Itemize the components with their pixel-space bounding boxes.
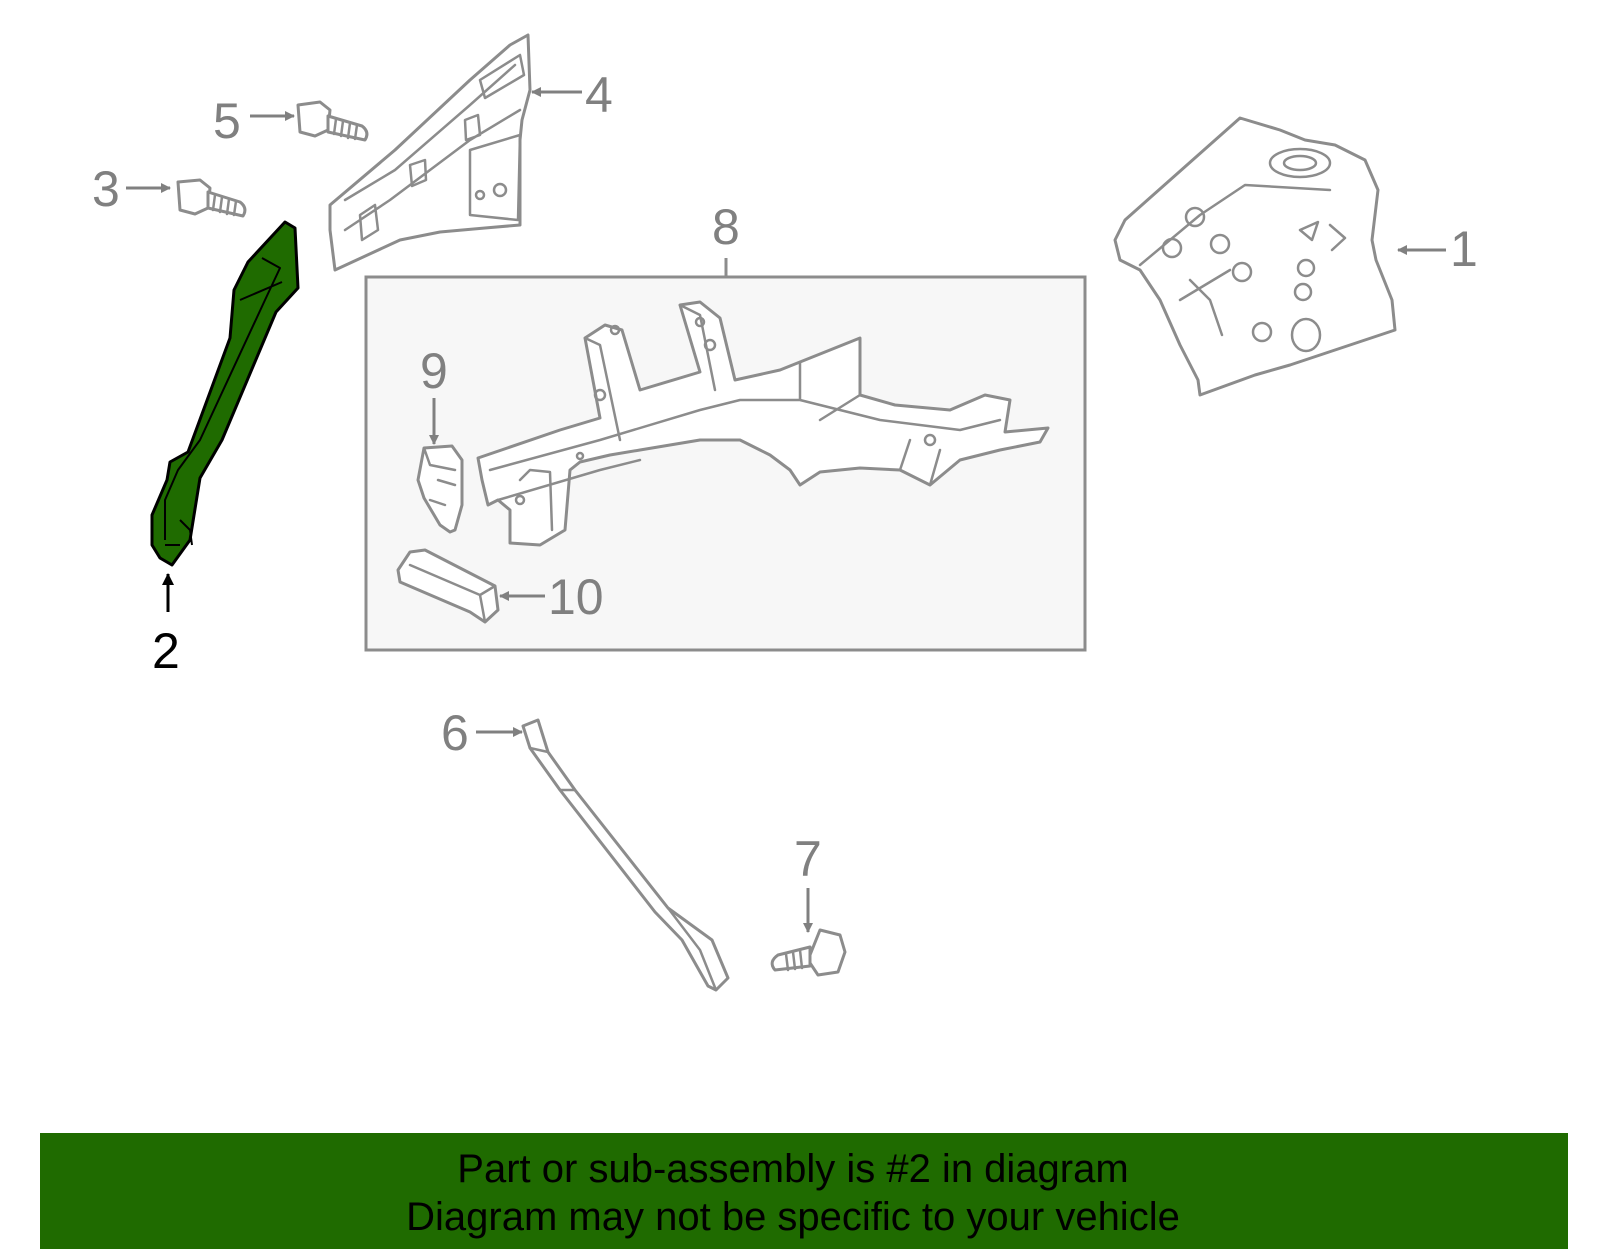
callout-2[interactable]: 2	[152, 623, 180, 679]
callout-10[interactable]: 10	[548, 569, 604, 625]
callout-1[interactable]: 1	[1450, 221, 1478, 277]
info-banner: Part or sub-assembly is #2 in diagram Di…	[40, 1133, 1568, 1249]
part-4-apron-reinforcement[interactable]	[328, 33, 532, 272]
leader-arrows	[126, 87, 1446, 933]
banner-line-2: Diagram may not be specific to your vehi…	[406, 1195, 1180, 1239]
callout-3[interactable]: 3	[92, 161, 120, 217]
callout-9[interactable]: 9	[420, 343, 448, 399]
part-3-bolt[interactable]	[176, 178, 247, 218]
parts-diagram: 1 2 3 4 5 6 7 8 9 10	[92, 33, 1478, 992]
callout-6[interactable]: 6	[441, 705, 469, 761]
callout-4[interactable]: 4	[585, 67, 613, 123]
banner-line-1: Part or sub-assembly is #2 in diagram	[457, 1147, 1129, 1191]
part-9-bracket[interactable]	[416, 444, 464, 534]
part-8-crossmember[interactable]	[476, 300, 1050, 547]
part-2-upper-rail[interactable]	[150, 220, 300, 567]
part-7-bolt[interactable]	[770, 928, 847, 977]
part-1-wheelhouse[interactable]	[1113, 116, 1397, 397]
callout-7[interactable]: 7	[794, 831, 822, 887]
callout-8[interactable]: 8	[712, 199, 740, 255]
callout-5[interactable]: 5	[213, 93, 241, 149]
part-5-bolt[interactable]	[296, 100, 369, 142]
part-10-plate[interactable]	[396, 548, 500, 624]
part-6-lower-brace[interactable]	[521, 718, 730, 992]
